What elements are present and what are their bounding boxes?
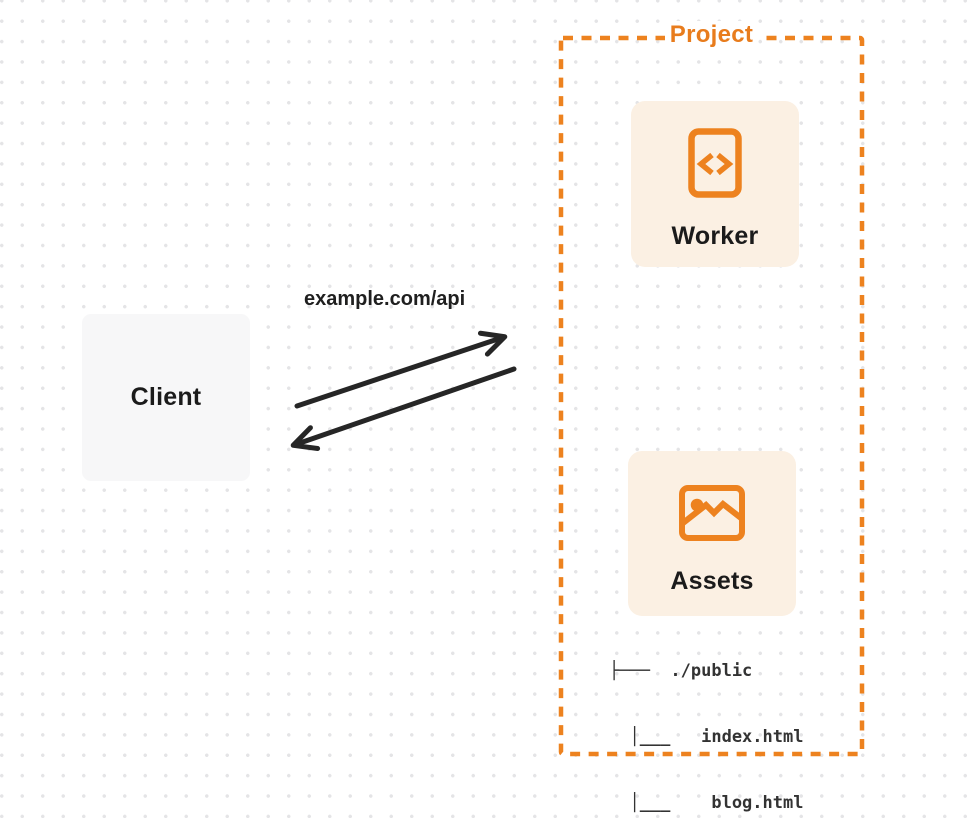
client-node: Client [82, 314, 250, 481]
file-tree-line: │___ index.html [609, 727, 804, 747]
client-label: Client [130, 383, 202, 411]
code-document-icon [688, 128, 742, 203]
assets-node: Assets [628, 451, 796, 616]
worker-label: Worker [671, 222, 759, 250]
response-arrow [290, 366, 517, 452]
project-title-wrap: Project [561, 21, 862, 49]
file-tree-line: │___ blog.html [609, 793, 804, 813]
file-tree: ├─── ./public │___ index.html │___ blog.… [609, 616, 803, 818]
image-icon [679, 485, 745, 546]
request-arrow [294, 330, 508, 409]
file-tree-line-root: ├─── ./public [609, 661, 753, 681]
assets-label: Assets [670, 567, 754, 595]
project-label: Project [664, 21, 759, 49]
worker-node: Worker [631, 101, 799, 267]
request-url-label: example.com/api [304, 288, 466, 310]
